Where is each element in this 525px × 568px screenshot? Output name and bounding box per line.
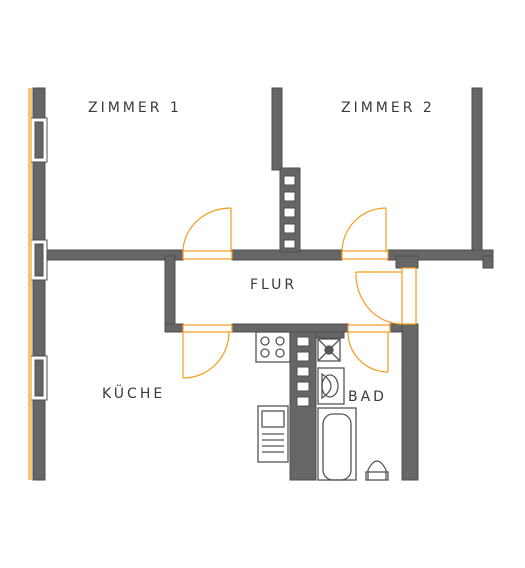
wall-flur-bottom xyxy=(231,323,349,333)
wall-flur-left-bottom xyxy=(164,323,184,333)
room-label-kueche: KÜCHE xyxy=(102,384,165,402)
kitchen-sink-icon xyxy=(257,405,289,463)
door-kueche xyxy=(182,324,233,379)
wall-zimmer2-right xyxy=(471,87,483,257)
wall-flur-left xyxy=(164,255,176,333)
shaft-openings-upper xyxy=(283,175,296,249)
wall-right-stub xyxy=(482,255,494,269)
wall-right-jamb-top xyxy=(395,255,419,269)
room-label-zimmer1: ZIMMER 1 xyxy=(88,100,182,116)
fixtures xyxy=(255,331,389,481)
wash-basin-icon xyxy=(317,367,345,405)
door-zimmer2 xyxy=(341,207,389,260)
toilet-icon xyxy=(365,460,389,481)
wall-bad-top xyxy=(315,331,345,339)
door-right xyxy=(355,267,417,325)
window-frame-orange xyxy=(28,88,32,480)
door-bad xyxy=(347,324,391,373)
shaft-openings-lower xyxy=(296,336,310,407)
wall-zimmer1-zimmer2 xyxy=(271,87,283,171)
bathtub-icon xyxy=(317,407,357,481)
wall-zimmer1-kueche xyxy=(44,249,184,261)
stove-icon xyxy=(255,331,291,363)
door-zimmer1 xyxy=(182,207,233,260)
doors xyxy=(182,207,417,379)
room-label-flur: FLUR xyxy=(250,277,297,293)
windows-left xyxy=(30,117,48,401)
washing-machine-icon xyxy=(317,338,341,362)
room-label-bad: BAD xyxy=(348,389,387,405)
room-label-zimmer2: ZIMMER 2 xyxy=(341,100,435,116)
wall-bad-right xyxy=(401,323,419,481)
